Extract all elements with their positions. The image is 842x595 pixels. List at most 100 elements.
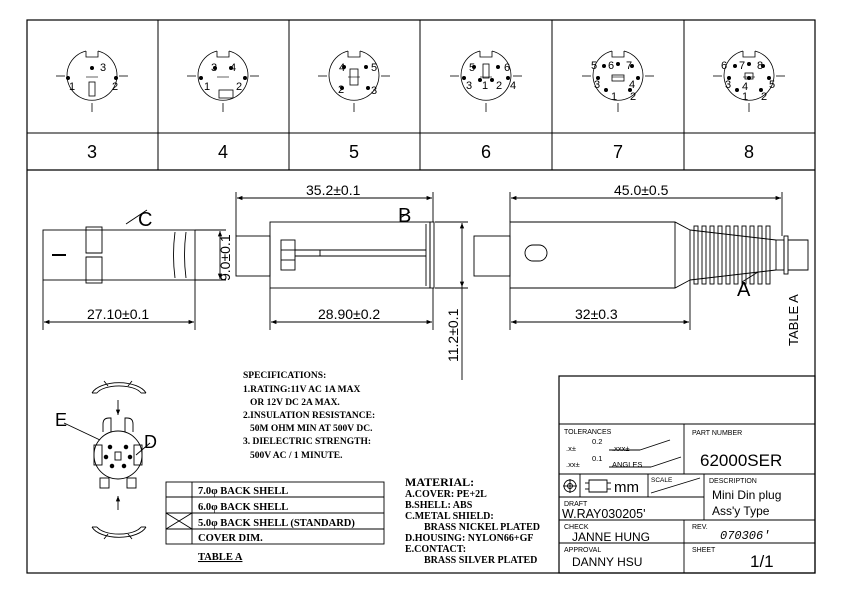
rev-label: REV. bbox=[692, 524, 708, 531]
pin-number: 2 bbox=[496, 80, 502, 92]
pin-diagram bbox=[318, 50, 390, 112]
approval-label: APPROVAL bbox=[564, 547, 601, 554]
pin-hole bbox=[489, 78, 494, 83]
table-a-row: 7.0φ BACK SHELL bbox=[198, 486, 288, 497]
dim-c-height: 9.0±0.1 bbox=[217, 234, 233, 281]
pin-diagram bbox=[582, 50, 654, 112]
dim-a-length-top: 45.0±0.5 bbox=[614, 182, 669, 198]
tol-xx: .xx± bbox=[566, 460, 580, 469]
rev-value: 070306' bbox=[720, 529, 770, 543]
pin-number: 5 bbox=[591, 60, 597, 72]
sheet-border bbox=[26, 19, 816, 574]
spec-line: 2.INSULATION RESISTANCE: bbox=[243, 411, 375, 421]
check-label: CHECK bbox=[564, 524, 589, 531]
part-e-label: E bbox=[55, 410, 67, 430]
pin-hole bbox=[363, 65, 368, 70]
pin-hole bbox=[495, 65, 500, 70]
grip-rib bbox=[765, 225, 771, 285]
spec-title: SPECIFICATIONS: bbox=[243, 371, 326, 381]
pin-number: 1 bbox=[204, 81, 210, 93]
pin-number: 8 bbox=[757, 60, 763, 72]
description-line: Mini Din plug bbox=[712, 488, 781, 502]
pin-hole bbox=[733, 64, 738, 69]
dim-b-length-bottom: 28.90±0.2 bbox=[318, 306, 380, 322]
pin-number: 7 bbox=[739, 60, 745, 72]
pin-hole bbox=[212, 66, 217, 71]
pin-number: 2 bbox=[630, 91, 636, 103]
part-c-metal-shield bbox=[42, 209, 226, 330]
material-title: MATERIAL: bbox=[405, 475, 474, 489]
grip-rib bbox=[733, 225, 739, 285]
pin-number: 5 bbox=[371, 62, 377, 74]
grip-rib bbox=[749, 225, 755, 285]
grip-rib bbox=[709, 225, 715, 285]
pin-diagram bbox=[450, 50, 522, 112]
pin-number: 2 bbox=[761, 91, 767, 103]
pin-count-label: 8 bbox=[744, 142, 754, 162]
sheet-label: SHEET bbox=[692, 547, 716, 554]
pin-count-label: 5 bbox=[349, 142, 359, 162]
part-b-label: B bbox=[398, 205, 411, 227]
table-a-caption: TABLE A bbox=[198, 552, 243, 563]
pin-number: 6 bbox=[608, 60, 614, 72]
pin-diagram bbox=[56, 50, 128, 112]
specifications: SPECIFICATIONS: 1.RATING:11V AC 1A MAX O… bbox=[243, 371, 375, 461]
exploded-view bbox=[63, 380, 151, 540]
table-a-side-label: TABLE A bbox=[786, 294, 801, 346]
pin-hole bbox=[90, 66, 95, 71]
pin-number: 1 bbox=[611, 91, 617, 103]
grip-rib bbox=[725, 225, 731, 285]
spec-line: OR 12V DC 2A MAX. bbox=[250, 398, 340, 408]
pin-hole bbox=[242, 76, 247, 81]
grip-rib bbox=[741, 225, 747, 285]
pin-hole bbox=[198, 76, 203, 81]
description-line: Ass'y Type bbox=[712, 504, 770, 518]
pin-number: 4 bbox=[629, 79, 635, 91]
part-a-cover bbox=[473, 192, 809, 330]
pin-number: 3 bbox=[466, 80, 472, 92]
dim-a-length-bottom: 32±0.3 bbox=[575, 306, 618, 322]
draft-label: DRAFT bbox=[564, 501, 588, 508]
pin-hole bbox=[66, 76, 71, 81]
table-a-row: COVER DIM. bbox=[198, 533, 263, 544]
pin-number: 2 bbox=[338, 84, 344, 96]
pin-hole bbox=[767, 76, 772, 81]
pin-number: 4 bbox=[339, 62, 345, 74]
pin-number: 1 bbox=[69, 81, 75, 93]
pin-count-label: 3 bbox=[87, 142, 97, 162]
dim-b-length-top: 35.2±0.1 bbox=[306, 182, 361, 198]
material-line: BRASS SILVER PLATED bbox=[424, 555, 537, 566]
pin-hole bbox=[114, 76, 119, 81]
pin-number: 6 bbox=[504, 62, 510, 74]
description-label: DESCRIPTION bbox=[709, 478, 757, 485]
tol-x: .x± bbox=[566, 444, 576, 453]
pin-hole bbox=[471, 65, 476, 70]
angles-label: ANGLES bbox=[612, 460, 642, 469]
pin-number: 2 bbox=[236, 81, 242, 93]
spec-line: 50M OHM MIN AT 500V DC. bbox=[250, 424, 372, 434]
draft-value: W.RAY030205' bbox=[562, 507, 645, 521]
pin-number: 4 bbox=[742, 81, 748, 93]
part-number-label: PART NUMBER bbox=[692, 430, 742, 437]
part-d-label: D bbox=[144, 432, 157, 452]
pin-hole bbox=[727, 76, 732, 81]
tol-x-val: 0.2 bbox=[592, 437, 602, 446]
part-a-label: A bbox=[737, 279, 751, 301]
pin-number: 4 bbox=[510, 80, 516, 92]
check-value: JANNE HUNG bbox=[572, 530, 650, 544]
pin-hole bbox=[477, 78, 482, 83]
pin-hole bbox=[365, 86, 370, 91]
scale-label: SCALE bbox=[651, 477, 673, 484]
pin-number: 2 bbox=[112, 81, 118, 93]
pin-hole bbox=[461, 76, 466, 81]
pin-diagram bbox=[713, 50, 785, 112]
pin-hole bbox=[747, 76, 752, 81]
tol-xx-val: 0.1 bbox=[592, 454, 602, 463]
table-a-row: 6.0φ BACK SHELL bbox=[198, 502, 288, 513]
spec-line: 500V AC / 1 MINUTE. bbox=[250, 451, 342, 461]
pin-number: 1 bbox=[482, 80, 488, 92]
pin-hole bbox=[747, 62, 752, 67]
sheet-value: 1/1 bbox=[750, 552, 774, 571]
part-b-shell bbox=[235, 192, 468, 380]
